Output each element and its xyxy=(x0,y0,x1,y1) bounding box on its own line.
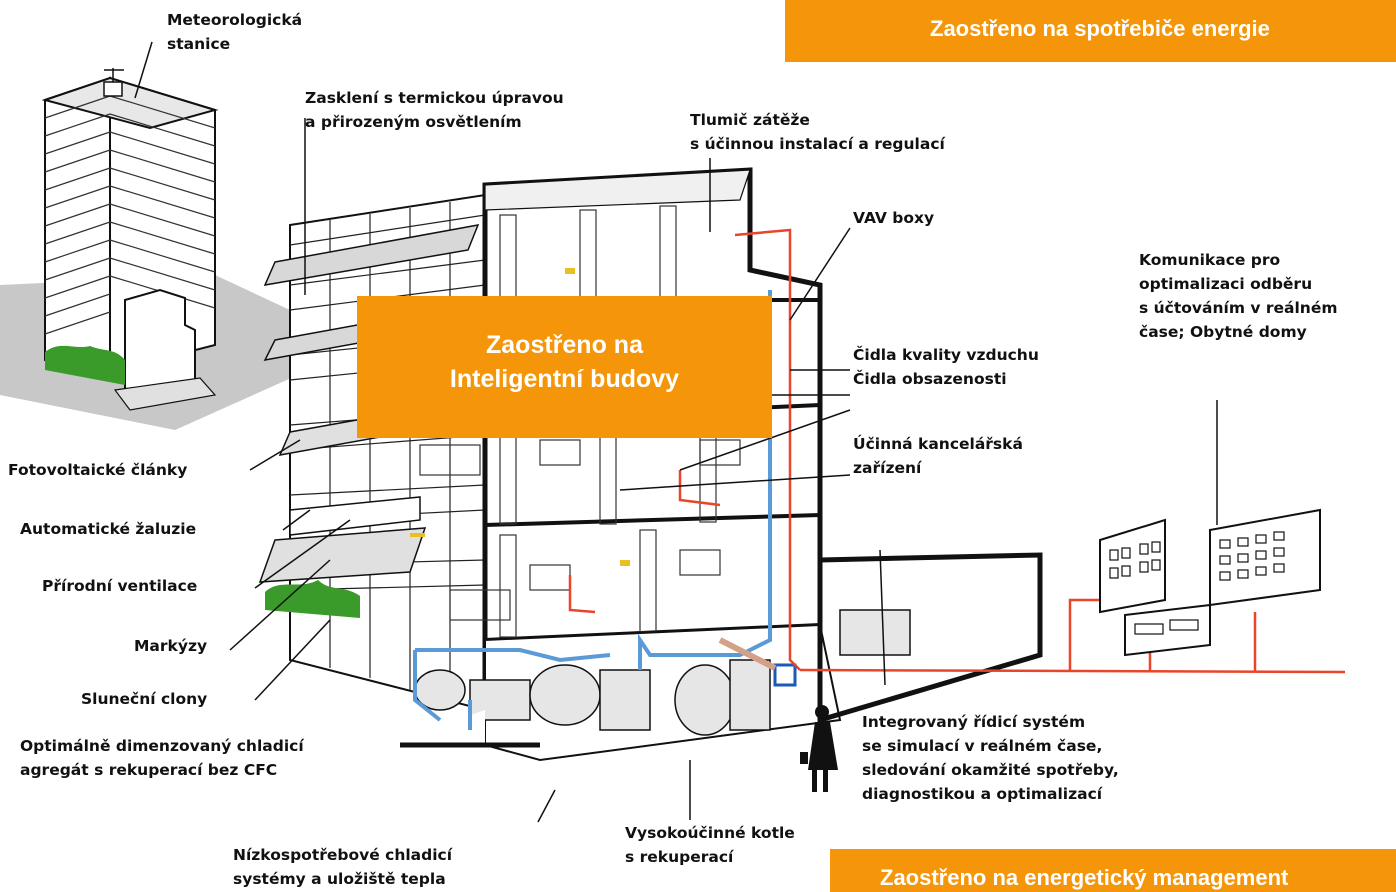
smart-buildings-banner: Zaostřeno na Inteligentní budovy xyxy=(357,296,772,438)
chiller-label: Optimálně dimenzovaný chladicí agregát s… xyxy=(20,737,304,779)
communication-label: Komunikace pro optimalizaci odběru s účt… xyxy=(1139,251,1338,341)
office-tower xyxy=(0,68,365,430)
residential-buildings xyxy=(1099,508,1321,657)
consumers-banner: Zaostřeno na spotřebiče energie xyxy=(785,0,1396,62)
leader-lines xyxy=(134,41,1218,823)
blinds-label: Automatické žaluzie xyxy=(20,520,197,538)
photovoltaic-label: Fotovoltaické články xyxy=(8,461,188,479)
office-equipment-label: Účinná kancelářská zařízení xyxy=(853,435,1023,477)
sensors-label: Čidla kvality vzduchu Čidla obsazenosti xyxy=(853,346,1039,388)
ventilation-label: Přírodní ventilace xyxy=(42,577,198,595)
sunshades-label: Sluneční clony xyxy=(81,690,208,708)
smart-buildings-banner-line2: Inteligentní budovy xyxy=(449,365,680,393)
vav-label: VAV boxy xyxy=(853,209,935,227)
person-figure xyxy=(800,705,838,792)
boilers-label: Vysokoúčinné kotle s rekuperací xyxy=(625,824,795,866)
awnings-label: Markýzy xyxy=(134,637,208,655)
load-damper-label: Tlumič zátěže s účinnou instalací a regu… xyxy=(690,111,945,153)
consumers-banner-text: Zaostřeno na spotřebiče energie xyxy=(930,16,1270,41)
cooling-storage-label: Nízkospotřebové chladicí systémy a uloži… xyxy=(233,846,453,888)
water-pipes xyxy=(413,290,772,730)
weather-station-label: Meteorologická stanice xyxy=(167,11,303,53)
energy-management-banner: Zaostřeno na energetický management xyxy=(830,849,1396,892)
energy-management-banner-text: Zaostřeno na energetický management xyxy=(880,865,1289,890)
smart-buildings-banner-line1: Zaostřeno na xyxy=(486,331,643,359)
control-system-label: Integrovaný řídicí systém se simulací v … xyxy=(862,713,1119,803)
glazing-label: Zasklení s termickou úpravou a přirozený… xyxy=(305,89,564,131)
